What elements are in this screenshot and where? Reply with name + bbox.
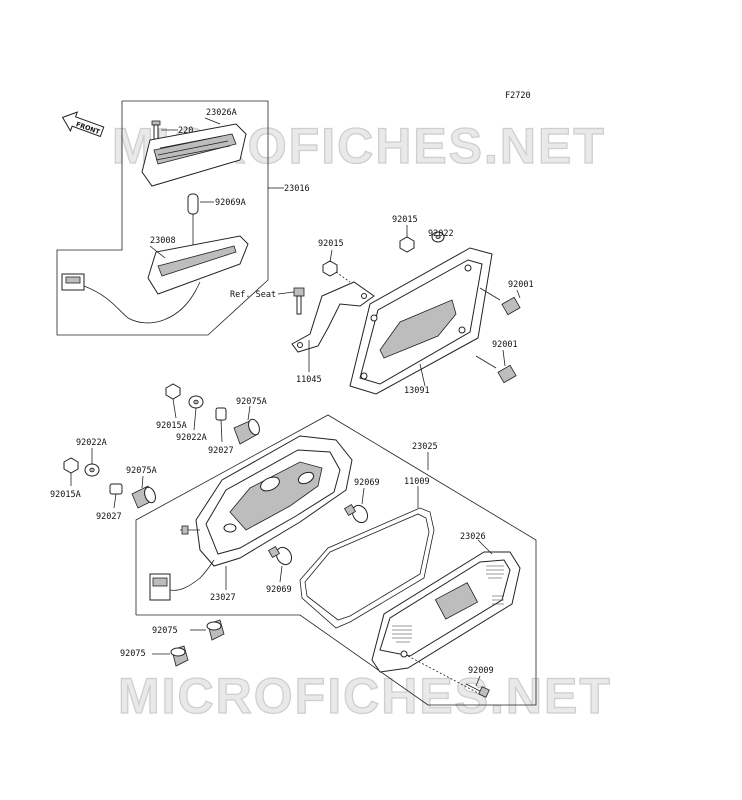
label-92027-left: 92027 [96,512,122,522]
label-92022A-left: 92022A [76,438,107,448]
assembly-box-23016 [56,100,269,336]
plate-13091 [349,247,493,395]
label-23026: 23026 [460,532,486,542]
grommet-92075A-left [131,475,156,509]
label-92069A: 92069A [215,198,246,208]
collar-92027-left [109,483,123,509]
label-92001-b: 92001 [492,340,518,350]
label-92027-top: 92027 [208,446,234,456]
label-23027: 23027 [210,593,236,603]
bulb-92069-a [343,487,369,524]
lens-23026 [371,539,521,673]
label-220: 220 [178,126,193,136]
label-92022A-top: 92022A [176,433,207,443]
label-23026A: 23026A [206,108,237,118]
label-92069-b: 92069 [266,585,292,595]
lens-23026A [141,117,247,187]
label-92075-b: 92075 [120,649,146,659]
label-92075A-left: 92075A [126,466,157,476]
nut-92015-b [399,225,415,253]
grommet-92075A-top [233,405,260,445]
label-11009: 11009 [404,477,430,487]
label-23008: 23008 [150,236,176,246]
washer-92022A-left [84,448,100,477]
collar-92027-top [215,407,227,443]
gasket-11009 [299,486,435,629]
figure-code: F2720 [505,91,531,101]
housing-23027 [180,435,353,567]
screw-92009 [407,655,490,698]
harness-connector [149,559,215,601]
grommet-92075-b [152,645,189,667]
bulb-92069-b [267,545,293,583]
label-13091: 13091 [404,386,430,396]
grommet-92075-a [190,619,225,641]
label-92015A-top: 92015A [156,421,187,431]
assembly-box-23025 [135,414,537,706]
housing-23008 [147,235,249,295]
label-92015-a: 92015 [318,239,344,249]
bolt-92001-b [475,349,517,384]
label-23016: 23016 [284,184,310,194]
label-ref-seat: Ref. Seat [230,290,276,300]
watermark-bottom: MICROFICHES.NET [118,668,612,724]
label-92022: 92022 [428,229,454,239]
bracket-11045 [291,281,375,372]
nut-92015A-left [63,457,79,486]
label-92015A-left: 92015A [50,490,81,500]
nut-92015-a [322,249,351,283]
label-23025: 23025 [412,442,438,452]
label-92009: 92009 [468,666,494,676]
washer-92022A-top [188,395,204,431]
label-11045: 11045 [296,375,322,385]
label-92015-b: 92015 [392,215,418,225]
washer-92022 [431,231,445,243]
front-arrow-icon: FRONT [61,111,105,138]
nut-92015A-top [165,383,181,419]
label-92075A-top: 92075A [236,397,267,407]
wire-connector [61,273,201,324]
label-92069-a: 92069 [354,478,380,488]
label-92075-a: 92075 [152,626,178,636]
label-92001-a: 92001 [508,280,534,290]
bolt-92001-a [479,287,521,316]
bolt-ref-seat [277,287,305,315]
